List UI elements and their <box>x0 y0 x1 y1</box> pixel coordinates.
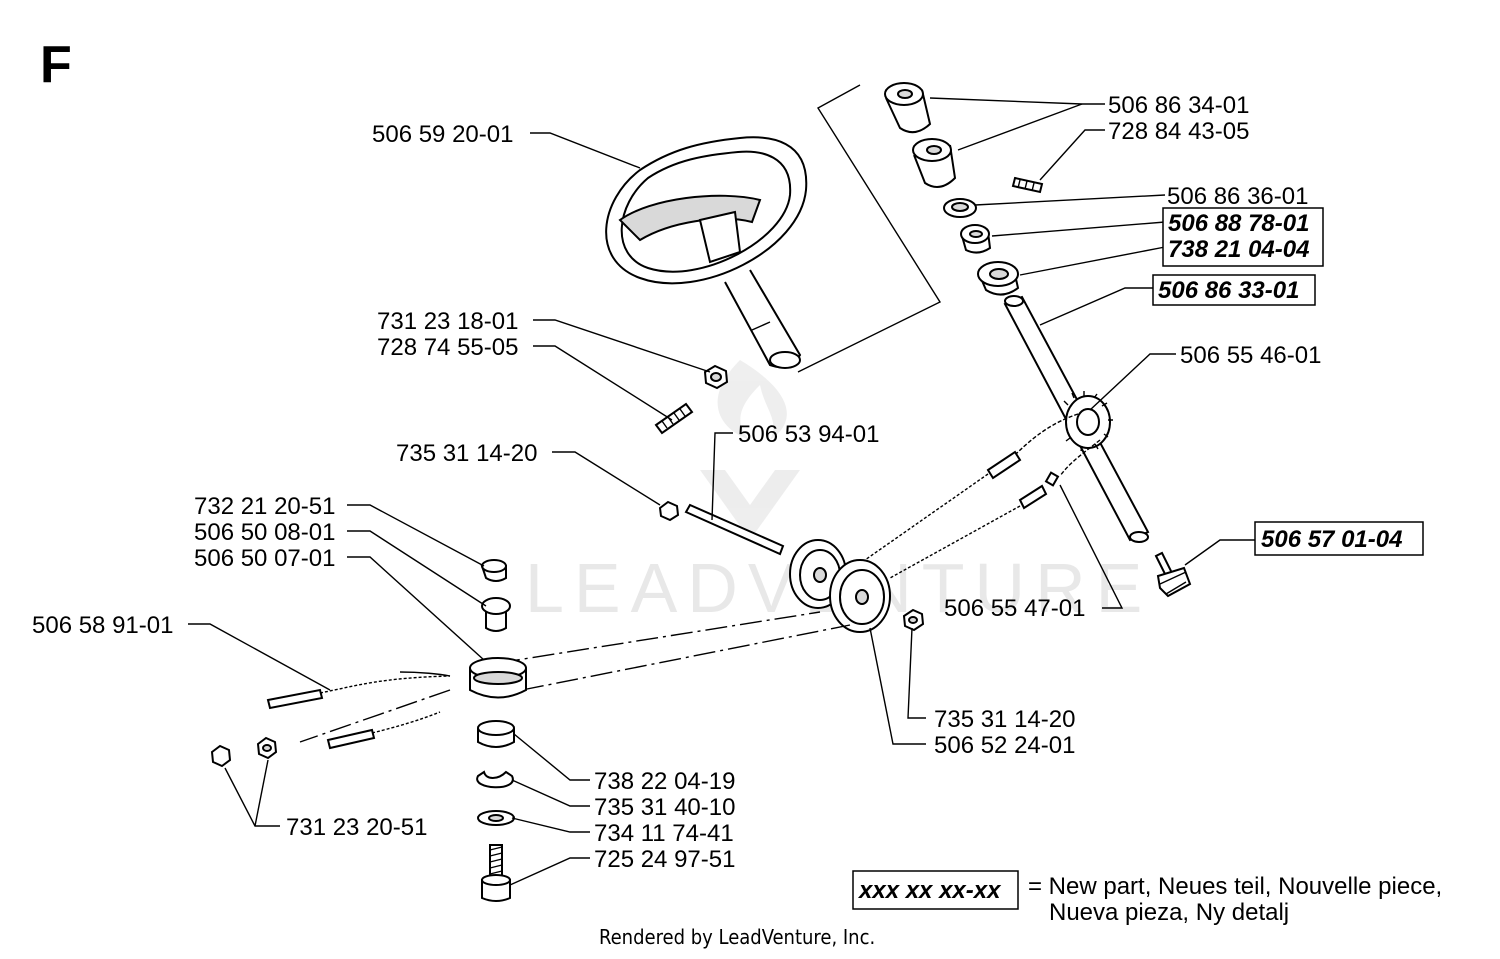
centerline-lower <box>521 624 851 691</box>
bearing-large <box>977 261 1020 296</box>
label-506-50-08-01: 506 50 08-01 <box>194 519 335 546</box>
section-letter: F <box>40 36 72 94</box>
label-734-11-74-41: 734 11 74-41 <box>594 820 734 847</box>
nut-pulley <box>902 608 925 632</box>
label-738-21-04-04: 738 21 04-04 <box>1168 236 1309 263</box>
pulley-front <box>829 559 891 633</box>
label-735-31-14-20-upper: 735 31 14-20 <box>396 440 537 467</box>
label-506-53-94-01: 506 53 94-01 <box>738 421 879 448</box>
sprocket <box>1063 391 1113 452</box>
column-assembly <box>797 82 1192 598</box>
label-735-31-40-10: 735 31 40-10 <box>594 794 735 821</box>
legend-sample: xxx xx xx-xx <box>857 877 1002 904</box>
bolt-column <box>1154 551 1192 598</box>
new-part-box-pair <box>1162 207 1324 267</box>
centerline-cable <box>299 689 451 743</box>
new-part-box-bolt <box>1254 521 1424 556</box>
bushing-upper <box>884 82 932 134</box>
set-screw <box>1011 176 1044 194</box>
screw-wheel <box>654 402 694 435</box>
label-506-86-36-01: 506 86 36-01 <box>1167 183 1308 210</box>
label-506-55-47-01: 506 55 47-01 <box>944 595 1085 622</box>
legend-text-line1: = New part, Neues teil, Nouvelle piece, <box>1028 873 1442 900</box>
label-506-52-24-01: 506 52 24-01 <box>934 732 1075 759</box>
label-506-50-07-01: 506 50 07-01 <box>194 545 335 572</box>
label-725-24-97-51: 725 24 97-51 <box>594 846 735 873</box>
nuts-left <box>210 736 278 768</box>
label-506-58-91-01: 506 58 91-01 <box>32 612 173 639</box>
bushing-lower <box>912 138 957 188</box>
label-506-59-20-01: 506 59 20-01 <box>372 121 513 148</box>
new-part-box-shaft <box>1152 274 1316 306</box>
cable-end-lower <box>1018 484 1048 510</box>
label-506-88-78-01: 506 88 78-01 <box>1168 210 1309 237</box>
chain-upper <box>1014 413 1079 456</box>
cable-upper <box>864 473 989 561</box>
cable-left <box>266 671 451 750</box>
label-728-74-55-05: 728 74 55-05 <box>377 334 518 361</box>
cable-end-upper <box>986 450 1022 480</box>
legend-text-line2: Nueva pieza, Ny detalj <box>1049 899 1289 926</box>
label-506-57-01-04: 506 57 01-04 <box>1261 526 1402 553</box>
centerline-upper <box>497 611 821 664</box>
group-bracket-line <box>797 84 942 373</box>
steering-wheel <box>605 136 808 369</box>
chain-lower <box>1059 439 1101 477</box>
footer-credit: Rendered by LeadVenture, Inc. <box>599 925 875 949</box>
pulley-shaft <box>658 500 785 556</box>
legend-sample-box <box>852 870 1019 910</box>
label-728-84-43-05: 728 84 43-05 <box>1108 118 1249 145</box>
label-732-21-20-51: 732 21 20-51 <box>194 493 335 520</box>
label-731-23-18-01: 731 23 18-01 <box>377 308 518 335</box>
bearing-small <box>960 224 992 254</box>
label-506-86-33-01: 506 86 33-01 <box>1158 277 1299 304</box>
cable-link <box>1044 471 1060 487</box>
washer-column <box>943 198 977 218</box>
pulley-left-stack <box>469 559 527 902</box>
label-506-55-46-01: 506 55 46-01 <box>1180 342 1321 369</box>
label-738-22-04-19: 738 22 04-19 <box>594 768 735 795</box>
nut-shaft <box>658 500 680 522</box>
watermark-logo <box>700 360 800 540</box>
label-735-31-14-20-lower: 735 31 14-20 <box>934 706 1075 733</box>
leader-lines <box>188 97 1255 886</box>
label-731-23-20-51: 731 23 20-51 <box>286 814 427 841</box>
label-506-86-34-01: 506 86 34-01 <box>1108 92 1249 119</box>
nut-wheel <box>703 364 729 390</box>
